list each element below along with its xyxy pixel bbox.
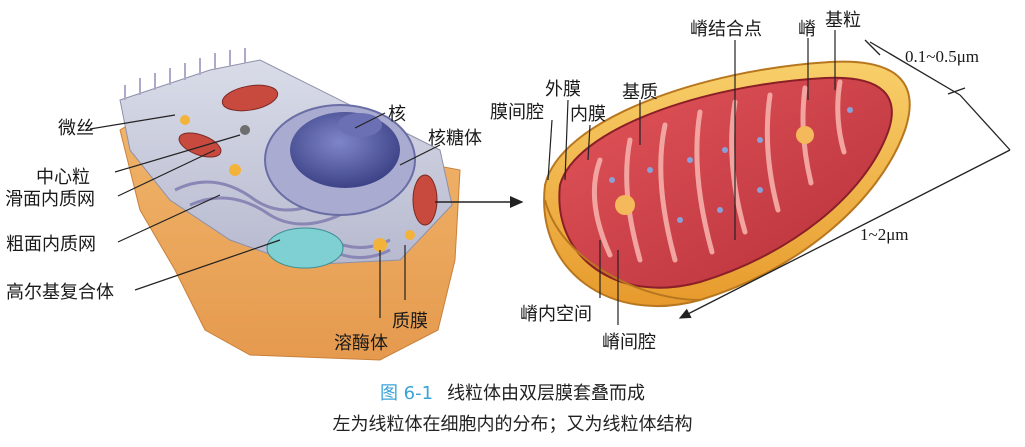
- label-weisi: 微丝: [58, 118, 94, 139]
- label-huamian: 滑面内质网: [5, 189, 95, 210]
- label-cumian: 粗面内质网: [6, 234, 96, 255]
- small-mito-2: [178, 132, 222, 158]
- label-hetangti: 核糖体: [428, 128, 482, 149]
- label-ji: 嵴: [798, 19, 816, 40]
- label-jizhi: 基质: [622, 82, 658, 103]
- width-dimension-line: [869, 41, 961, 96]
- label-rongmeiti: 溶酶体: [334, 333, 388, 354]
- cristae: [591, 79, 847, 263]
- dimension-label-group: 0.1~0.5μm 1~2μm: [860, 47, 979, 244]
- label-waimo: 外膜: [545, 79, 581, 100]
- label-jijiehedian: 嵴结合点: [690, 19, 762, 40]
- length-dimension-line: [678, 149, 1011, 319]
- label-jili: 基粒: [825, 10, 861, 31]
- figure-number: 图 6-1: [379, 383, 434, 404]
- label-mojianqiang: 膜间腔: [490, 102, 544, 123]
- microvilli: [124, 48, 246, 100]
- cell-leader-lines: [89, 112, 441, 318]
- cell-illustration: [119, 48, 461, 361]
- label-neimo: 内膜: [570, 104, 606, 125]
- label-zhimo: 质膜: [392, 311, 428, 332]
- figure-subtitle: 左为线粒体在细胞内的分布；又为线粒体结构: [332, 414, 693, 435]
- small-mito-1: [221, 84, 279, 112]
- mitochondrion-illustration: [543, 60, 911, 308]
- label-gaoerji: 高尔基复合体: [6, 282, 114, 303]
- label-zhongxinli: 中心粒: [36, 167, 90, 188]
- golgi-body: [266, 227, 344, 269]
- mito-label-group: 膜间腔 外膜 内膜 基质 嵴结合点 嵴 基粒 嵴内空间 嵴间腔: [490, 10, 861, 353]
- cell-label-group: 微丝 中心粒 滑面内质网 粗面内质网 高尔基复合体 核 核糖体 质膜 溶酶体: [5, 104, 482, 354]
- label-he: 核: [388, 104, 406, 125]
- label-jijianqiang: 嵴间腔: [602, 332, 656, 353]
- label-jineikongjian: 嵴内空间: [520, 304, 592, 325]
- small-mito-3: [412, 174, 438, 226]
- dimension-lines: [678, 39, 1011, 319]
- mito-leader-lines: [547, 30, 836, 325]
- figure-caption: 图 6-1 线粒体由双层膜套叠而成: [0, 379, 1025, 405]
- label-width-dimension: 0.1~0.5μm: [905, 47, 979, 66]
- label-length-dimension: 1~2μm: [860, 225, 909, 244]
- length-dim-upper: [959, 94, 1011, 151]
- figure-title: 线粒体由双层膜套叠而成: [447, 383, 646, 404]
